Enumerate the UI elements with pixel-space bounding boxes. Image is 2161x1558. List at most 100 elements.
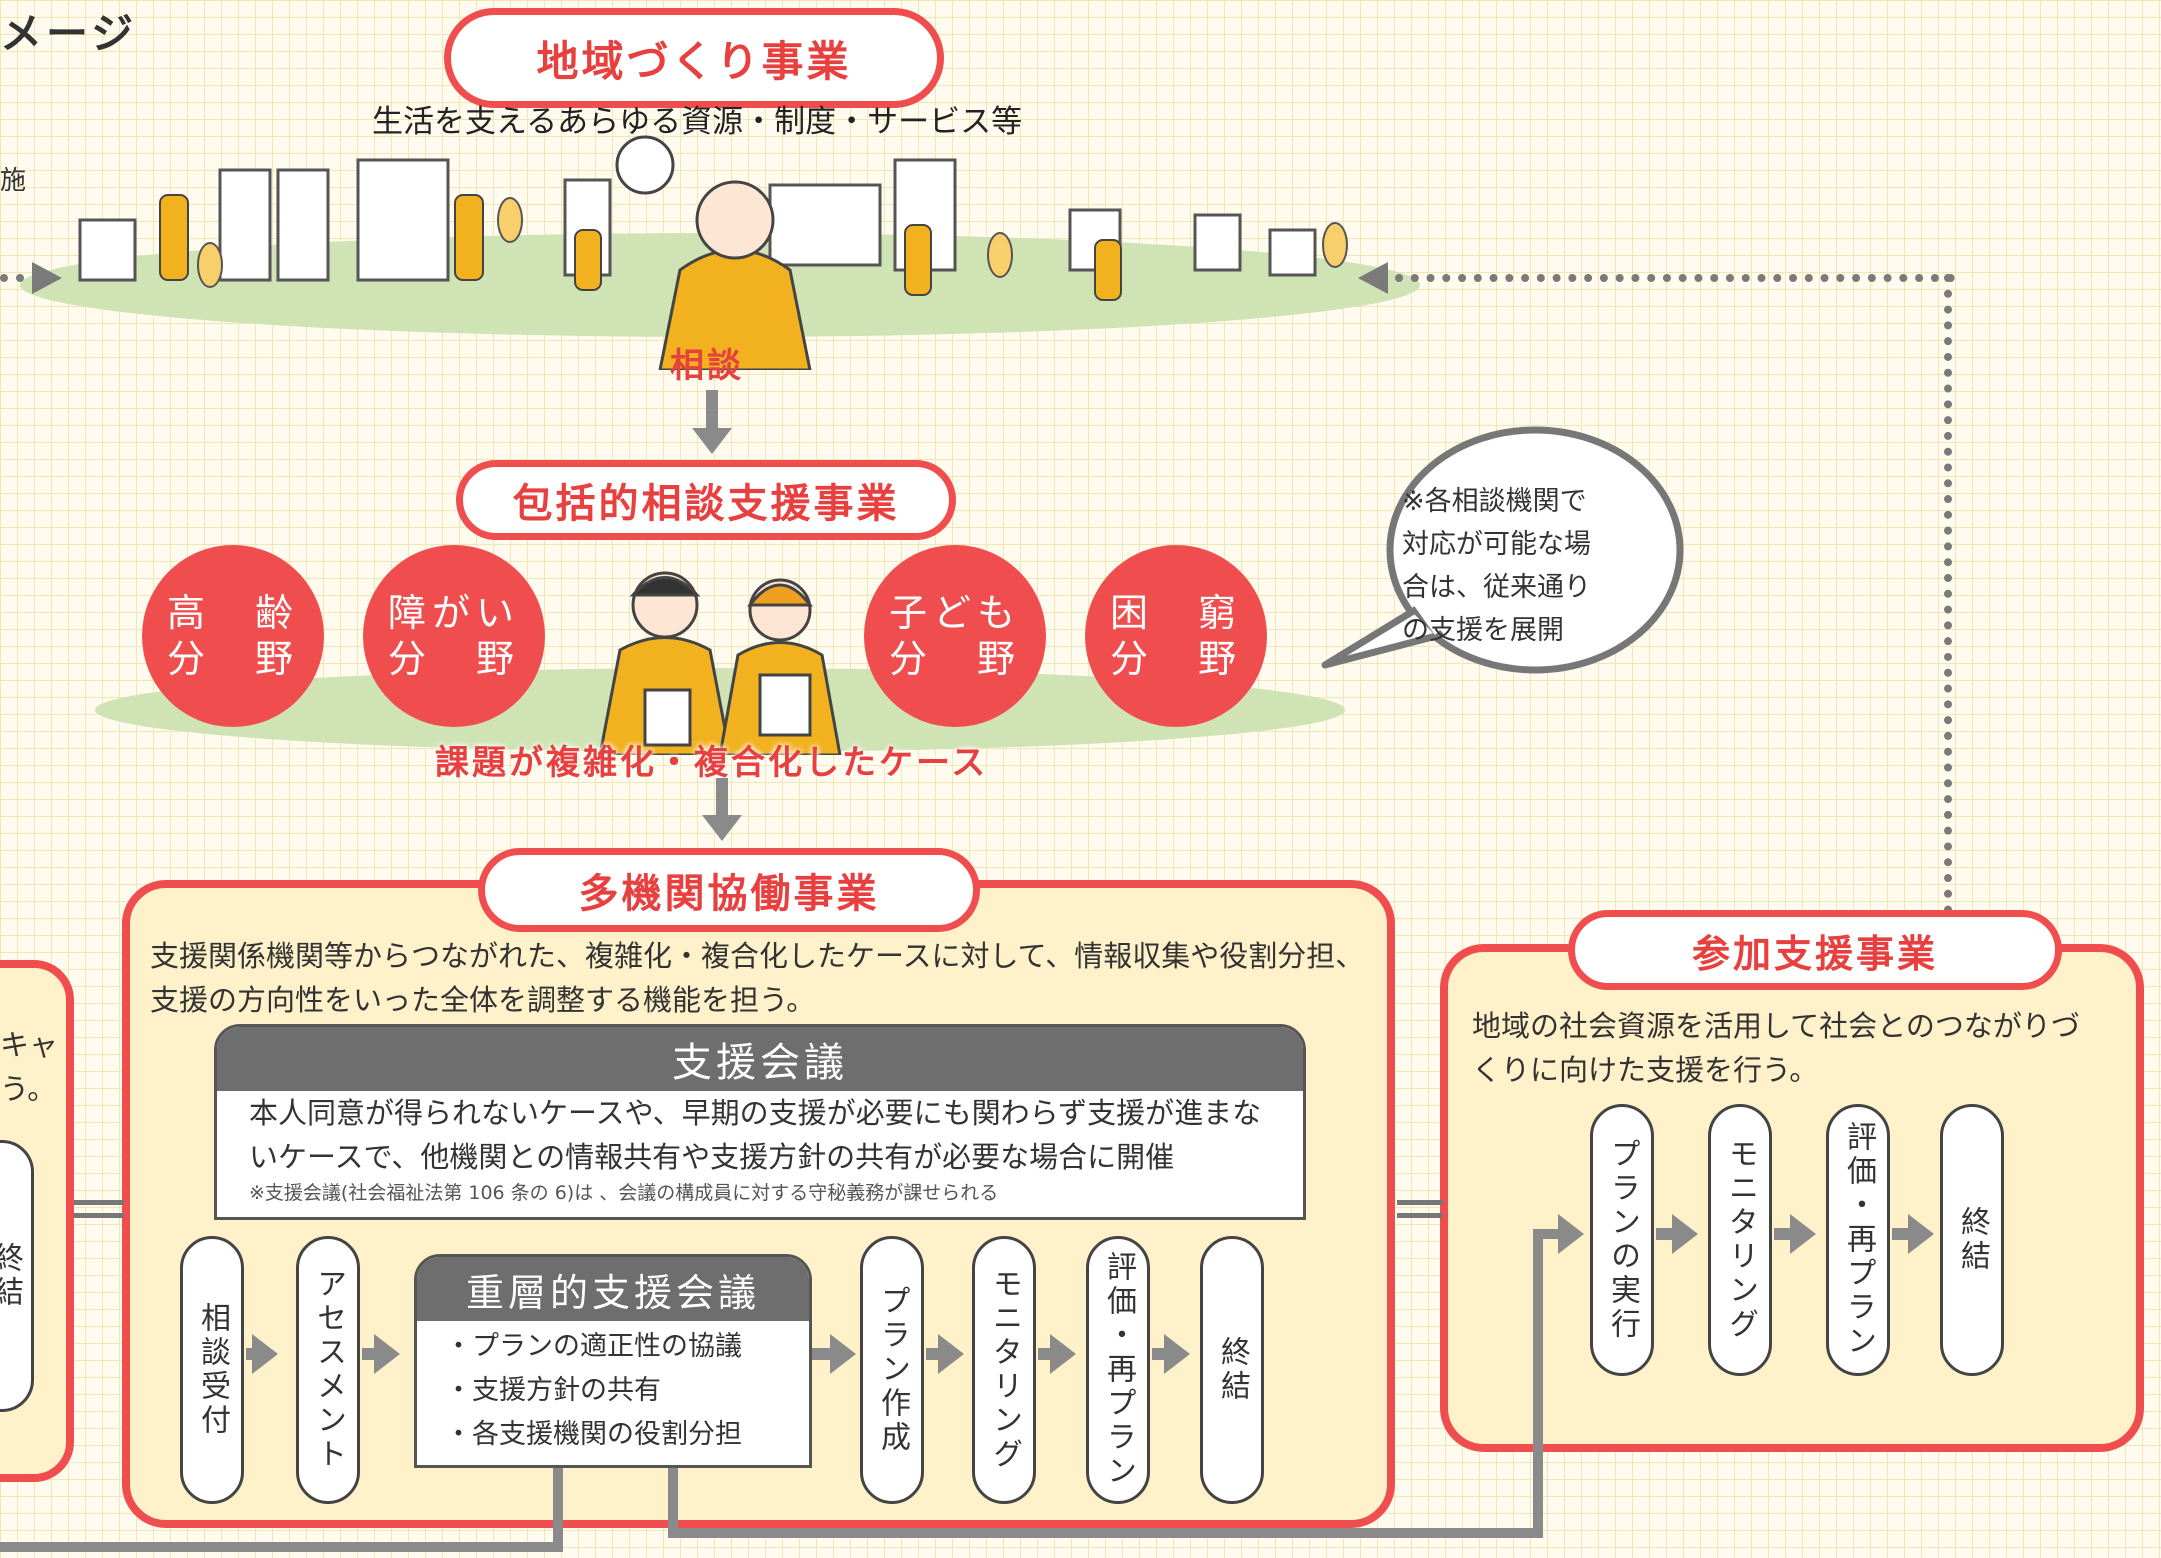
step-arrow-shaft xyxy=(1892,1228,1910,1240)
field-elderly-line1: 高 齢 xyxy=(166,591,299,635)
sanka-step-evaluation: 評価・再プラン xyxy=(1826,1104,1890,1376)
left-step-closure: 終結 xyxy=(0,1140,34,1412)
sanka-desc: 地域の社会資源を活用して社会とのつながりづ くりに向けた支援を行う。 xyxy=(1472,1004,2080,1092)
step-label: モニタリング xyxy=(1723,1138,1758,1342)
step-arrow xyxy=(938,1334,964,1374)
route-arrowhead xyxy=(1558,1214,1584,1254)
jusou-item: ・支援方針の共有 xyxy=(445,1375,661,1406)
takikan-desc-line: 支援の方向性をいった全体を調整する機能を担う。 xyxy=(150,983,816,1017)
hokatsu-title-pill: 包括的相談支援事業 xyxy=(456,460,956,540)
meeting-line: 本人同意が得られないケースや、早期の支援が必要にも関わらず支援が進まな xyxy=(249,1096,1262,1130)
step-plan-creation: プラン作成 xyxy=(860,1236,924,1504)
route-line-down-1 xyxy=(553,1468,563,1550)
staff-illustration xyxy=(598,571,842,755)
field-circle-elderly: 高 齢 分 野 xyxy=(142,545,324,727)
meeting-title: 支援会議 xyxy=(672,1040,848,1086)
dotted-feedback-line-v xyxy=(1944,274,1952,914)
meeting-box: 支援会議 本人同意が得られないケースや、早期の支援が必要にも関わらず支援が進まな… xyxy=(214,1024,1306,1220)
dotted-feedback-line-h xyxy=(1395,274,1955,282)
jusou-title: 重層的支援会議 xyxy=(465,1270,760,1315)
field-poverty-line1: 困 窮 xyxy=(1109,591,1242,635)
bubble-line: 合は、従来通り xyxy=(1402,572,1591,603)
consult-label: 相談 xyxy=(670,346,744,386)
route-line-up xyxy=(1533,1229,1543,1538)
takikan-desc-line: 支援関係機関等からつながれた、複雑化・複合化したケースに対して、情報収集や役割分… xyxy=(150,939,1365,973)
field-elderly-line2: 分 野 xyxy=(166,637,299,681)
speech-bubble xyxy=(1321,426,1684,674)
step-label: 相談受付 xyxy=(195,1302,230,1438)
field-children-line1: 子ども xyxy=(888,591,1021,635)
step-arrow-shaft xyxy=(1152,1348,1166,1360)
field-children-line2: 分 野 xyxy=(888,637,1021,681)
page-title-fragment: メージ xyxy=(0,9,138,58)
jusou-header: 重層的支援会議 xyxy=(417,1257,809,1321)
step-arrow xyxy=(1672,1214,1698,1254)
step-arrow xyxy=(1050,1334,1076,1374)
step-label: アセスメント xyxy=(311,1268,346,1472)
bubble-text: ※各相談機関で 対応が可能な場 合は、従来通り の支援を展開 xyxy=(1402,480,1591,652)
left-dotted-arrowhead xyxy=(32,262,62,294)
field-poverty-line2: 分 野 xyxy=(1109,637,1242,681)
step-label: 評価・再プラン xyxy=(1841,1121,1876,1359)
left-fragment-1: キャ xyxy=(0,1028,59,1062)
chiiki-subtitle: 生活を支えるあらゆる資源・制度・サービス等 xyxy=(372,104,1023,140)
bubble-line: ※各相談機関で xyxy=(1402,486,1587,517)
takikan-desc: 支援関係機関等からつながれた、複雑化・複合化したケースに対して、情報収集や役割分… xyxy=(150,934,1364,1022)
step-label: プラン作成 xyxy=(875,1285,910,1455)
bubble-line: の支援を展開 xyxy=(1402,615,1564,646)
step-arrow-shaft xyxy=(926,1348,940,1360)
hokatsu-title: 包括的相談支援事業 xyxy=(512,481,900,527)
step-arrow-shaft xyxy=(812,1348,832,1360)
step-label: プランの実行 xyxy=(1605,1138,1640,1342)
step-assessment: アセスメント xyxy=(296,1236,360,1504)
route-line-down-2 xyxy=(668,1468,678,1536)
step-arrow xyxy=(374,1334,400,1374)
sanka-step-closure: 終結 xyxy=(1940,1104,2004,1376)
route-line-left xyxy=(0,1542,563,1552)
step-arrow-shaft xyxy=(362,1348,376,1360)
meeting-note: ※支援会議(社会福祉法第 106 条の 6)は 、会議の構成員に対する守秘義務が… xyxy=(249,1182,999,1204)
thought-bubble xyxy=(615,135,675,195)
jusou-item: ・各支援機関の役割分担 xyxy=(445,1419,742,1450)
step-label: 終結 xyxy=(1215,1336,1250,1404)
step-arrow-shaft xyxy=(1656,1228,1674,1240)
field-disability-line2: 分 野 xyxy=(387,637,520,681)
sanka-step-plan-execution: プランの実行 xyxy=(1590,1104,1654,1376)
arrow-shaft-2 xyxy=(716,778,728,818)
jusou-item: ・プランの適正性の協議 xyxy=(445,1331,742,1362)
step-label: 評価・再プラン xyxy=(1101,1251,1136,1489)
corner-char: 施 xyxy=(0,166,27,196)
step-evaluation-replan: 評価・再プラン xyxy=(1086,1236,1150,1504)
field-circle-disability: 障がい 分 野 xyxy=(363,545,545,727)
left-panel-connector xyxy=(70,1200,124,1218)
step-consult-reception: 相談受付 xyxy=(180,1236,244,1504)
step-arrow-shaft xyxy=(1038,1348,1052,1360)
arrow-shaft-1 xyxy=(706,390,718,430)
step-arrow-shaft xyxy=(1774,1228,1792,1240)
step-closure: 終結 xyxy=(1200,1236,1264,1504)
field-disability-line1: 障がい xyxy=(387,591,520,635)
sanka-desc-line: 地域の社会資源を活用して社会とのつながりづ xyxy=(1472,1009,2080,1043)
step-arrow xyxy=(1164,1334,1190,1374)
step-label: 終結 xyxy=(0,1242,23,1310)
sanka-title-pill: 参加支援事業 xyxy=(1568,910,2062,990)
town-illustration xyxy=(20,135,1420,370)
sanka-step-monitoring: モニタリング xyxy=(1708,1104,1772,1376)
sanka-title: 参加支援事業 xyxy=(1691,931,1938,976)
case-label: 課題が複雑化・複合化したケース xyxy=(435,743,989,783)
jusou-body: ・プランの適正性の協議 ・支援方針の共有 ・各支援機関の役割分担 xyxy=(417,1321,809,1457)
step-arrow xyxy=(1908,1214,1934,1254)
bubble-line: 対応が可能な場 xyxy=(1402,529,1591,560)
arrow-head-down-2 xyxy=(702,815,742,841)
step-arrow xyxy=(1790,1214,1816,1254)
step-monitoring: モニタリング xyxy=(972,1236,1036,1504)
meeting-line: いケースで、他機関との情報共有や支援方針の共有が必要な場合に開催 xyxy=(249,1140,1175,1174)
step-label: 終結 xyxy=(1955,1206,1990,1274)
arrow-head-down-1 xyxy=(692,428,732,454)
jusou-box: 重層的支援会議 ・プランの適正性の協議 ・支援方針の共有 ・各支援機関の役割分担 xyxy=(414,1254,812,1468)
route-line-to-sanka xyxy=(1533,1229,1561,1239)
left-fragment-2: う。 xyxy=(0,1072,57,1106)
chiiki-title-pill: 地域づくり事業 xyxy=(444,8,944,108)
chiiki-title: 地域づくり事業 xyxy=(536,36,852,86)
takikan-title: 多機関協働事業 xyxy=(578,871,880,917)
